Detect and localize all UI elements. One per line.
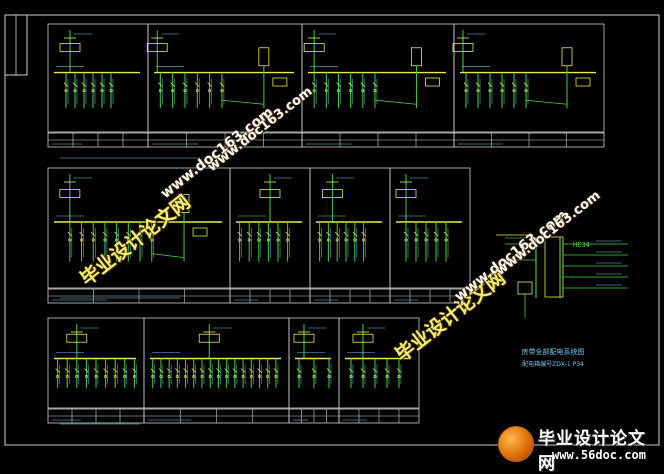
circuit-panel <box>389 167 471 289</box>
legend-subtitle: 配电箱编号ZDX-1 P34 <box>522 360 584 368</box>
logo-url: www.56doc.com <box>552 448 646 462</box>
circuit-panel <box>453 23 605 133</box>
logo-ball-icon <box>498 426 534 462</box>
bus-box <box>544 236 564 298</box>
bus-label: HE34 <box>573 241 590 249</box>
circuit-panel <box>47 23 149 133</box>
circuit-panel <box>338 317 420 409</box>
circuit-panel <box>309 167 391 289</box>
legend-title: 房带全部配电系统图 <box>522 347 585 356</box>
drawing-frame <box>4 14 660 446</box>
site-logo: 毕业设计论文网 www.56doc.com <box>498 422 658 474</box>
circuit-panels <box>47 23 628 425</box>
